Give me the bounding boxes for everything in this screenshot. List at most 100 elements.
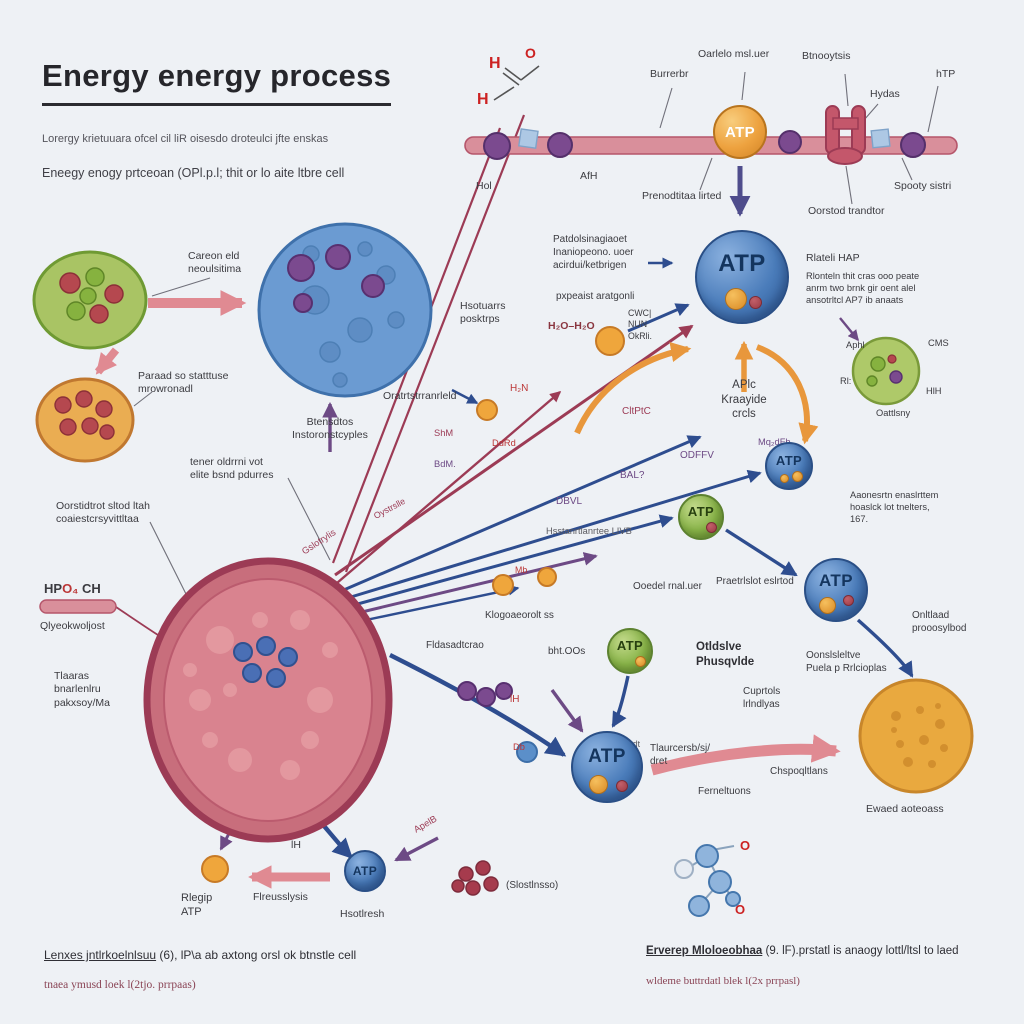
label-oorstod: Oorstod trandtor [808, 205, 885, 217]
label-bdm: BdM. [434, 459, 456, 469]
purple-sphere-1 [457, 681, 477, 701]
label-odffv: ODFFV [680, 450, 714, 461]
atp-label: ATP [588, 746, 626, 767]
atp-node-membrane: ATP [713, 105, 767, 159]
label-onltlaad: Onltlaad prooosylbod [912, 610, 967, 634]
label-ddrd: DdRd [492, 438, 516, 448]
arrow-cell-to-sphere [451, 388, 479, 405]
page-title: Energy energy process [42, 56, 392, 106]
orange-sphere-1 [595, 326, 625, 356]
orange-cell-right [858, 678, 974, 794]
label-qlyeok: Qlyeokwoljost [40, 620, 105, 632]
stray-spheres [201, 326, 625, 896]
label-chspo: Chspoqltlans [770, 766, 828, 777]
label-hpo4ch: HPO₄ CH [44, 581, 101, 598]
label-cltptc: CltPtC [622, 406, 651, 417]
label-btnooytsis: Btnooytsis [802, 50, 851, 62]
orange-sphere-5 [201, 855, 229, 883]
chem-h1-label: H [489, 55, 501, 72]
molecule-o2-label: O [735, 902, 745, 917]
chem-sketch-bonds [493, 65, 540, 101]
footer-right-underlined: Erverep Mloloeobhaa [646, 945, 763, 957]
arrow-purple-to-bottom-atp [550, 688, 584, 733]
orange-cell-left [35, 377, 135, 463]
label-oarlelo: Oarlelo msl.uer [698, 48, 770, 60]
orange-sphere-in-atp [780, 474, 789, 483]
membrane-sphere-1 [483, 132, 511, 160]
label-ewaed: Ewaed aoteoass [866, 803, 944, 815]
arrow-mid-to-orangecell [856, 618, 914, 678]
label-hol: Hol [476, 180, 492, 192]
orange-sphere-in-atp [635, 656, 646, 667]
purple-sphere-2 [476, 687, 496, 707]
membrane-sphere-3 [778, 130, 802, 154]
label-cuprtols: Cuprtols lrlndlyas [743, 686, 781, 710]
molecule-o1-label: O [740, 838, 750, 853]
label-klogo: Klogoaeorolt ss [485, 610, 554, 621]
red-dot-4 [483, 876, 499, 892]
atp-label: ATP [724, 123, 756, 141]
fan-arrows [334, 324, 762, 626]
blue-sphere-small [516, 741, 538, 763]
atp-label: ATP [616, 637, 644, 653]
footer-left-line2: tnaea ymusd loek l(2tjo. prrpaas) [44, 979, 196, 991]
green-cell [32, 250, 148, 350]
orange-sphere-in-atp [792, 471, 803, 482]
pink-arrow-bottomright [650, 734, 841, 776]
red-sphere-in-atp [616, 780, 628, 792]
subtitle-2: Eneegy enogy prtceoan (OPl.p.l; thit or … [42, 166, 345, 180]
arrow-apelb [394, 836, 439, 862]
arrow-to-atp-small1 [340, 469, 762, 602]
atp-node-small1: ATP [765, 442, 813, 490]
arrow-cell-to-bottom-atp [389, 653, 567, 757]
label-tlaaras: Tlaaras bnarlenlru pakxsoy/Ma [54, 670, 111, 709]
hpo-red: O₄ [62, 581, 79, 596]
label-lh2: lH [291, 839, 301, 851]
atp-label: ATP [819, 571, 853, 590]
atp-node-mid: ATP [804, 558, 868, 622]
label-bal: BAL? [620, 470, 645, 481]
label-h2n: H₂N [510, 383, 529, 394]
label-prenodtitaa: Prenodtitaa lirted [642, 190, 722, 202]
arrow-to-krebs [338, 435, 702, 594]
label-tener: tener oldrrni vot elite bsnd pdurres [190, 456, 274, 482]
label-rlonteln: Rlonteln thit cras ooo peate anrm two br… [806, 271, 920, 305]
label-careon: Careon eld neoulsitima [188, 250, 242, 276]
label-slostlnsso: (Slostlnsso) [506, 880, 559, 891]
label-h2o: H₂O–H₂O [548, 320, 595, 332]
atp-node-bottom: ATP [571, 731, 643, 803]
label-pxpeaist: pxpeaist aratgonli [556, 291, 635, 302]
label-oratr: Oratrtstrranrleld [383, 390, 457, 402]
red-dot-2 [475, 860, 491, 876]
label-ooedel: Ooedel rnal.uer [633, 581, 702, 592]
orange-sphere-3 [492, 574, 514, 596]
label-afh: AfH [580, 170, 598, 182]
label-dbvl: DBVL [556, 496, 583, 507]
label-fldas: Fldasadtcrao [426, 640, 484, 651]
red-dot-3 [465, 880, 481, 896]
green-circle-right [851, 336, 921, 406]
arrow-green2-to-bottom [611, 675, 630, 728]
footer-left-line1: Lenxes jntlrkoelnlsuu (6), lP\a ab axton… [44, 948, 356, 963]
red-dot-5 [451, 879, 465, 893]
chem-o1-label: O [525, 45, 536, 61]
atp-label: ATP [718, 250, 766, 277]
blue-cell [257, 222, 433, 398]
red-dot-1 [458, 866, 474, 882]
label-cwc: CWC| NUN OkRli. [628, 308, 652, 341]
footer-left-rest: (6), lP\a ab axtong orsl ok btnstle cell [156, 948, 357, 962]
label-lh1: lH [510, 694, 520, 705]
label-aphl: Aphl [846, 340, 865, 350]
label-fernel: Ferneltuons [698, 786, 751, 797]
label-mqdfb: Mq₂dFb [758, 437, 791, 447]
orange-sphere-4 [537, 567, 557, 587]
atp-node-big: ATP [695, 230, 789, 324]
pink-arrow-green-to-orange [94, 347, 120, 375]
label-hsotuarrs: Hsotuarrs posktrps [460, 300, 506, 326]
arrow-to-center-labels [344, 552, 598, 618]
label-paraad: Paraad so statttuse mrowronadl [138, 370, 229, 396]
bottom-molecule: O O [674, 838, 750, 917]
label-oattlsny: Oattlsny [876, 408, 911, 418]
krebs-arc-right [755, 344, 819, 445]
